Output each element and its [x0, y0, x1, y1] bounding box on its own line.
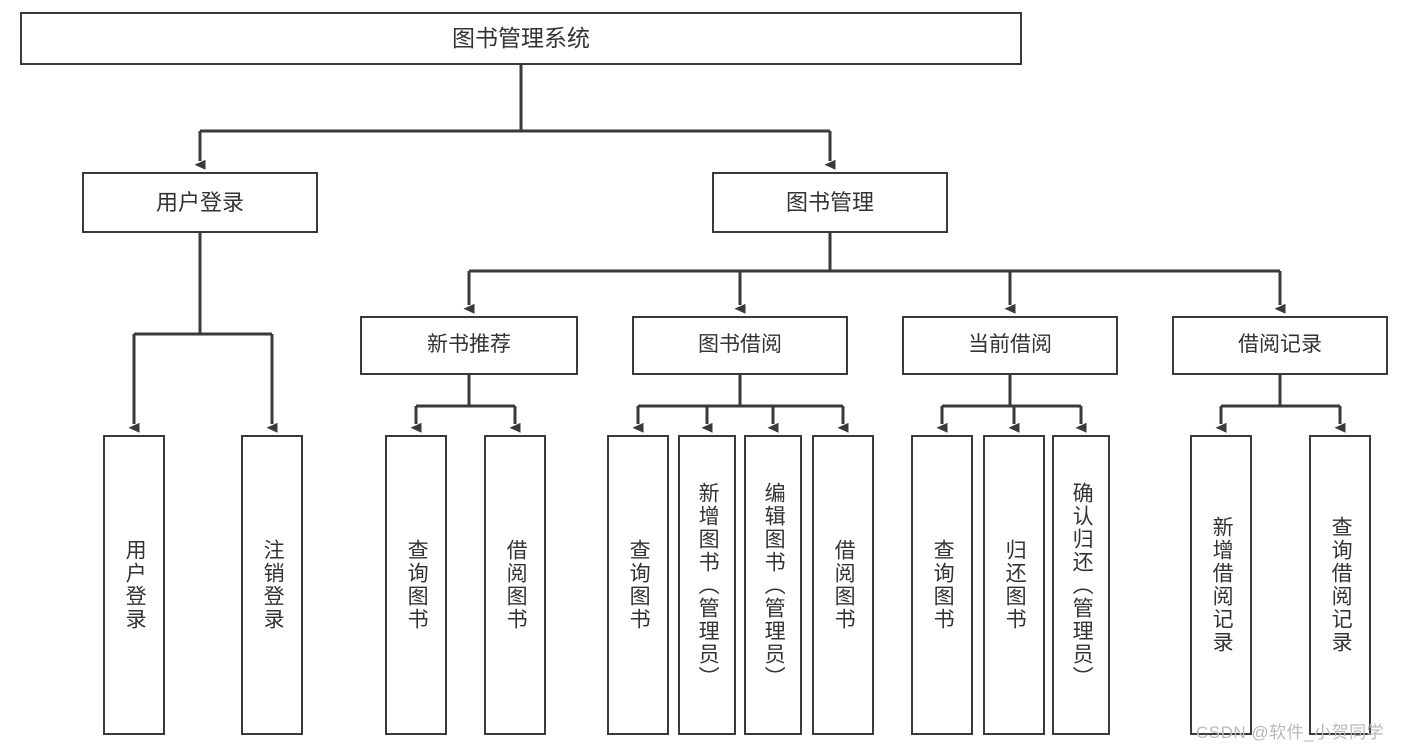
leaf-edit-book-label: 编辑图书（管理员）	[762, 481, 786, 689]
node-new-book-rec[interactable]: 新书推荐	[360, 316, 578, 375]
leaf-borrow-book-1-label: 借阅图书	[504, 539, 528, 631]
node-borrow-record-label: 借阅记录	[1238, 333, 1322, 357]
leaf-query-book-1-label: 查询图书	[405, 539, 429, 631]
leaf-return-book[interactable]: 归还图书	[983, 435, 1045, 735]
node-book-borrow[interactable]: 图书借阅	[632, 316, 848, 375]
node-root[interactable]: 图书管理系统	[20, 12, 1022, 65]
leaf-add-book-label: 新增图书（管理员）	[696, 481, 720, 689]
leaf-query-record[interactable]: 查询借阅记录	[1309, 435, 1371, 735]
node-current-borrow[interactable]: 当前借阅	[902, 316, 1118, 375]
node-root-label: 图书管理系统	[452, 25, 590, 52]
leaf-query-book-1[interactable]: 查询图书	[385, 435, 447, 735]
leaf-add-record[interactable]: 新增借阅记录	[1190, 435, 1252, 735]
leaf-edit-book[interactable]: 编辑图书（管理员）	[744, 435, 802, 735]
leaf-confirm-return-label: 确认归还（管理员）	[1070, 481, 1094, 689]
node-user-login-label: 用户登录	[155, 189, 244, 215]
leaf-query-book-2[interactable]: 查询图书	[607, 435, 669, 735]
node-user-login[interactable]: 用户登录	[82, 172, 318, 233]
leaf-user-login[interactable]: 用户登录	[103, 435, 165, 735]
leaf-query-book-3-label: 查询图书	[931, 539, 955, 631]
leaf-add-book[interactable]: 新增图书（管理员）	[678, 435, 736, 735]
node-current-borrow-label: 当前借阅	[968, 333, 1052, 357]
leaf-query-book-2-label: 查询图书	[627, 539, 651, 631]
leaf-query-book-3[interactable]: 查询图书	[911, 435, 973, 735]
leaf-return-book-label: 归还图书	[1003, 539, 1027, 631]
leaf-borrow-book-1[interactable]: 借阅图书	[484, 435, 546, 735]
leaf-logout-label: 注销登录	[261, 539, 285, 631]
leaf-query-record-label: 查询借阅记录	[1329, 516, 1353, 654]
leaf-borrow-book-2-label: 借阅图书	[832, 539, 856, 631]
leaf-confirm-return[interactable]: 确认归还（管理员）	[1052, 435, 1110, 735]
leaf-user-login-label: 用户登录	[123, 539, 147, 631]
leaf-borrow-book-2[interactable]: 借阅图书	[812, 435, 874, 735]
node-new-book-rec-label: 新书推荐	[427, 333, 511, 357]
node-book-manage[interactable]: 图书管理	[712, 172, 948, 233]
node-book-manage-label: 图书管理	[785, 189, 874, 215]
node-borrow-record[interactable]: 借阅记录	[1172, 316, 1388, 375]
node-book-borrow-label: 图书借阅	[698, 333, 782, 357]
leaf-logout[interactable]: 注销登录	[241, 435, 303, 735]
leaf-add-record-label: 新增借阅记录	[1210, 516, 1234, 654]
